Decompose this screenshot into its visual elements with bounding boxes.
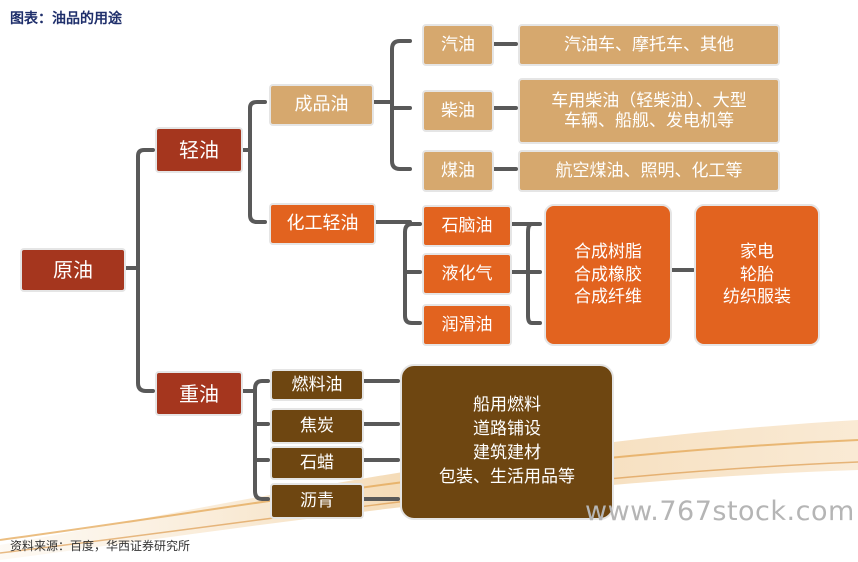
product-textiles: 纺织服装 (723, 287, 791, 308)
node-coke-label: 焦炭 (300, 415, 334, 436)
node-asphalt: 沥青 (270, 483, 364, 519)
node-gasoline: 汽油 (422, 24, 494, 66)
use-gasoline-text: 汽油车、摩托车、其他 (564, 34, 734, 55)
watermark: www.767stock.com (585, 496, 855, 527)
node-light-oil: 轻油 (155, 127, 243, 173)
node-lpg-label: 液化气 (441, 263, 493, 284)
use-kerosene-text: 航空煤油、照明、化工等 (555, 160, 743, 181)
node-naphtha-label: 石脑油 (441, 215, 493, 236)
heavy-use-packaging: 包装、生活用品等 (439, 466, 575, 487)
figure-title: 图表：油品的用途 (10, 11, 122, 27)
node-fuel-oil-label: 燃料油 (291, 374, 343, 395)
heavy-use-marine-fuel: 船用燃料 (473, 395, 541, 416)
node-diesel: 柴油 (422, 90, 494, 132)
node-lpg: 液化气 (422, 253, 512, 295)
product-tires: 轮胎 (740, 264, 774, 285)
node-crude-oil: 原油 (20, 248, 126, 292)
node-heavy-uses: 船用燃料 道路铺设 建筑建材 包装、生活用品等 (400, 364, 614, 520)
node-paraffin-wax: 石蜡 (270, 446, 364, 480)
use-kerosene: 航空煤油、照明、化工等 (518, 150, 780, 192)
heavy-use-road-paving: 道路铺设 (473, 419, 541, 440)
node-end-products: 家电 轮胎 纺织服装 (694, 204, 820, 346)
node-fuel-oil: 燃料油 (270, 369, 364, 401)
node-lubricant: 润滑油 (422, 304, 512, 346)
node-paraffin-wax-label: 石蜡 (300, 452, 334, 473)
use-gasoline: 汽油车、摩托车、其他 (518, 24, 780, 66)
node-naphtha: 石脑油 (422, 205, 512, 247)
node-heavy-oil: 重油 (155, 371, 243, 416)
node-refined-oil: 成品油 (269, 84, 374, 126)
node-chemical-light-oil: 化工轻油 (269, 203, 376, 245)
node-asphalt-label: 沥青 (300, 490, 334, 511)
heavy-use-building-materials: 建筑建材 (473, 443, 541, 463)
node-refined-oil-label: 成品油 (294, 94, 349, 116)
node-kerosene: 煤油 (422, 150, 494, 192)
use-diesel-line-2: 车辆、船舰、发电机等 (564, 111, 734, 131)
use-diesel-line-1: 车用柴油（轻柴油）、大型 (551, 90, 747, 111)
node-chemical-light-oil-label: 化工轻油 (286, 213, 359, 235)
node-kerosene-label: 煤油 (441, 160, 475, 181)
node-light-oil-label: 轻油 (179, 138, 219, 162)
node-gasoline-label: 汽油 (441, 34, 475, 55)
synthetic-fiber: 合成纤维 (574, 287, 642, 308)
synthetic-rubber: 合成橡胶 (574, 264, 642, 285)
source-note: 资料来源：百度，华西证券研究所 (10, 539, 191, 553)
node-heavy-oil-label: 重油 (179, 381, 219, 406)
product-appliances: 家电 (740, 241, 774, 262)
synthetic-resin: 合成树脂 (574, 241, 642, 262)
node-coke: 焦炭 (270, 408, 364, 444)
node-diesel-label: 柴油 (441, 100, 475, 121)
node-synthetics: 合成树脂 合成橡胶 合成纤维 (544, 204, 672, 346)
use-diesel: 车用柴油（轻柴油）、大型 车辆、船舰、发电机等 (518, 78, 780, 144)
node-lubricant-label: 润滑油 (441, 314, 493, 335)
node-crude-oil-label: 原油 (53, 258, 93, 282)
